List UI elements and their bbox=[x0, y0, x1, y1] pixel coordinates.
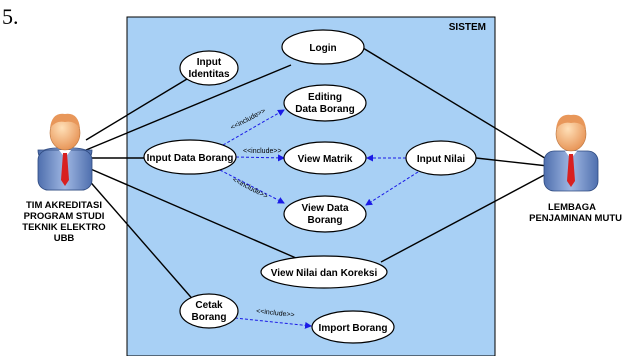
use-case-editing-data-borang[interactable]: Editing Data Borang bbox=[283, 84, 367, 122]
use-case-label: View Nilai dan Koreksi bbox=[271, 268, 378, 279]
use-case-input-identitas[interactable]: Input Identitas bbox=[179, 50, 239, 86]
right-actor-icon[interactable] bbox=[543, 114, 599, 192]
use-case-label: View Data bbox=[301, 203, 348, 214]
use-case-view-nilai-koreksi[interactable]: View Nilai dan Koreksi bbox=[260, 255, 388, 289]
use-case-login[interactable]: Login bbox=[281, 29, 365, 65]
svg-text:PENJAMINAN MUTU: PENJAMINAN MUTU bbox=[529, 213, 622, 224]
use-case-label: Identitas bbox=[188, 69, 230, 80]
include-label-matrik: <<include>> bbox=[243, 148, 282, 155]
use-case-view-data-borang[interactable]: View Data Borang bbox=[283, 195, 367, 233]
use-case-label: Import Borang bbox=[319, 323, 388, 334]
left-actor-icon[interactable] bbox=[37, 113, 93, 191]
system-label: SISTEM bbox=[449, 22, 486, 33]
left-actor-associations bbox=[85, 64, 297, 304]
use-case-label: Borang bbox=[192, 312, 227, 323]
use-case-input-data-borang[interactable]: Input Data Borang bbox=[143, 139, 237, 175]
use-case-label: Login bbox=[309, 43, 336, 54]
use-case-label: Input Data Borang bbox=[147, 153, 234, 164]
right-actor-associations bbox=[362, 47, 549, 263]
right-actor-name: LEMBAGA PENJAMINAN MUTU bbox=[529, 202, 622, 224]
use-case-label: Input bbox=[197, 57, 222, 68]
include-label-import: <<include>> bbox=[256, 308, 295, 319]
use-case-label: Borang bbox=[308, 215, 343, 226]
use-case-label: Input Nilai bbox=[417, 154, 466, 165]
use-case-input-nilai[interactable]: Input Nilai bbox=[405, 140, 477, 176]
page-marker: 5. bbox=[2, 4, 19, 29]
svg-text:TIM AKREDITASI: TIM AKREDITASI bbox=[26, 200, 102, 211]
svg-text:TEKNIK ELEKTRO: TEKNIK ELEKTRO bbox=[22, 222, 105, 233]
use-case-label: Editing bbox=[308, 92, 342, 103]
use-case-cetak-borang[interactable]: Cetak Borang bbox=[179, 293, 239, 329]
use-case-view-matrik[interactable]: View Matrik bbox=[283, 141, 367, 175]
svg-text:PROGRAM STUDI: PROGRAM STUDI bbox=[24, 211, 105, 222]
svg-text:LEMBAGA: LEMBAGA bbox=[548, 202, 596, 213]
left-actor-name: TIM AKREDITASI PROGRAM STUDI TEKNIK ELEK… bbox=[22, 200, 105, 244]
use-case-label: View Matrik bbox=[298, 154, 353, 165]
use-case-label: Cetak bbox=[195, 300, 223, 311]
use-case-import-borang[interactable]: Import Borang bbox=[311, 310, 395, 344]
use-case-label: Data Borang bbox=[295, 104, 354, 115]
svg-text:UBB: UBB bbox=[54, 233, 75, 244]
